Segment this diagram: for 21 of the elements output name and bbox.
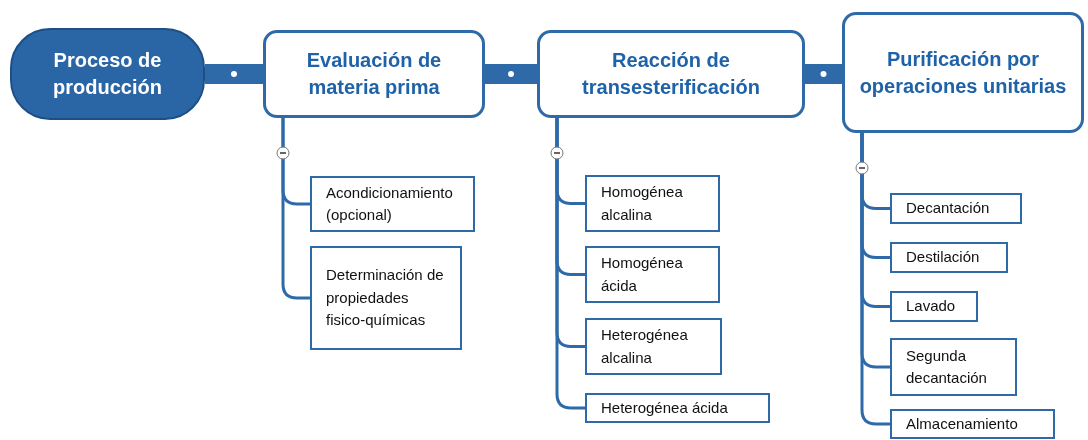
- subtopic-box: Heterogénea alcalina: [585, 318, 722, 375]
- branch-line: [281, 118, 310, 300]
- root-topic-box: Proceso de producción: [10, 28, 205, 120]
- connector-bar: [485, 64, 537, 84]
- topic-box: Evaluación de materia prima: [263, 30, 485, 118]
- subtopic-box: Decantación: [890, 193, 1022, 224]
- connector-bar: [805, 64, 842, 84]
- subtopic-box: Acondicionamiento (opcional): [310, 176, 475, 232]
- subtopic-box: Determinación de propiedades fisico-químicas: [310, 246, 462, 350]
- topic-box: Purificación por operaciones unitarias: [842, 12, 1084, 133]
- subtopic-box: Homogénea alcalina: [585, 175, 720, 232]
- subtopic-box: Homogénea ácida: [585, 246, 720, 303]
- topic-box: Reacción de transesterificación: [537, 30, 805, 118]
- subtopic-box: Destilación: [890, 242, 1008, 273]
- branch-line: [555, 118, 585, 410]
- subtopic-box: Segunda decantación: [890, 338, 1017, 396]
- subtopic-box: Heterogénea ácida: [585, 393, 770, 423]
- subtopic-box: Almacenamiento: [890, 409, 1055, 439]
- connector-bar: [205, 64, 263, 84]
- branch-line: [860, 133, 890, 426]
- subtopic-box: Lavado: [890, 291, 978, 322]
